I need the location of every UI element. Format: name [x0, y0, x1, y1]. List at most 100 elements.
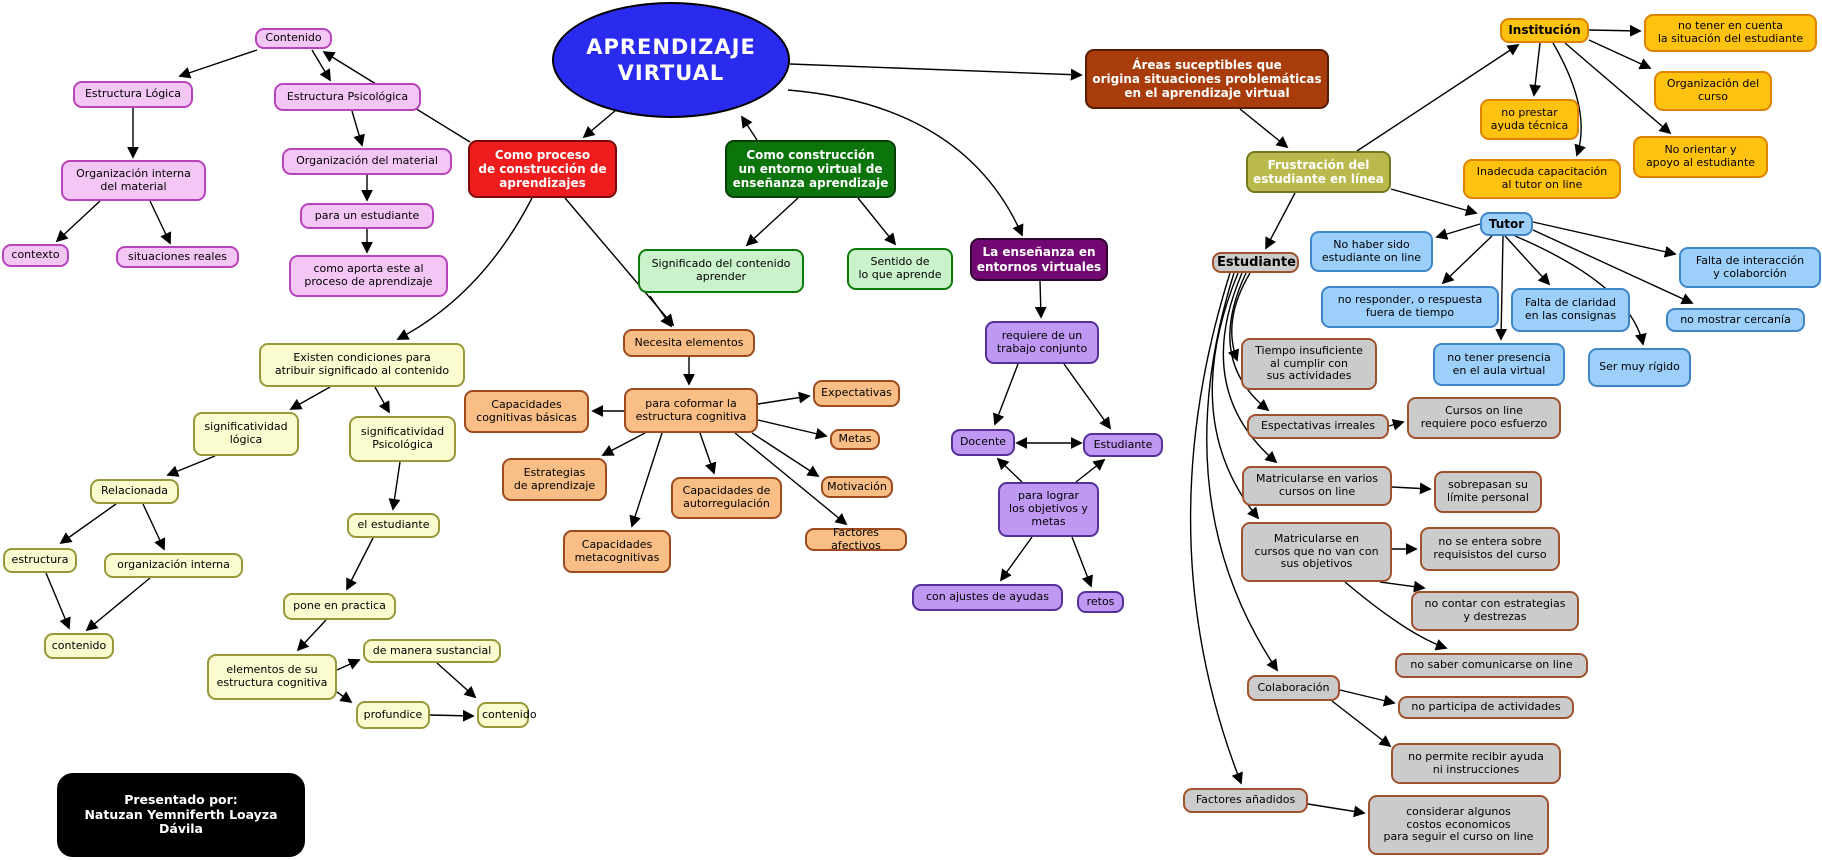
- node-label-no-saber: no saber comunicarse on line: [1410, 658, 1573, 672]
- node-aprendizaje-virtual[interactable]: APRENDIZAJE VIRTUAL: [552, 2, 790, 118]
- node-para-lograr[interactable]: para lograr los objetivos y metas: [998, 482, 1099, 537]
- node-estructura[interactable]: estructura: [3, 548, 77, 573]
- node-sig-logica[interactable]: significatividad lógica: [193, 412, 299, 456]
- node-situaciones-reales[interactable]: situaciones reales: [116, 246, 239, 268]
- node-matricularse-varios[interactable]: Matricularse en varios cursos on line: [1242, 466, 1392, 506]
- node-elementos-estructura[interactable]: elementos de su estructura cognitiva: [207, 654, 337, 700]
- edge-existen-condiciones--sig-psicologica: [374, 386, 390, 414]
- edge-como-construccion--aprendizaje-virtual: [741, 115, 758, 141]
- node-label-sig-logica: significatividad lógica: [204, 420, 288, 446]
- node-no-se-entera[interactable]: no se entera sobre requisistos del curso: [1420, 527, 1560, 571]
- node-cap-cognitivas[interactable]: Capacidades cognitivas básicas: [464, 390, 589, 433]
- node-contenido-right[interactable]: contenido: [477, 702, 537, 728]
- edge-org-interna-material--contexto: [55, 200, 101, 243]
- node-requiere-trabajo[interactable]: requiere de un trabajo conjunto: [985, 321, 1099, 364]
- node-organizacion-interna[interactable]: organización interna: [104, 553, 243, 578]
- edge-tutor--falta-claridad: [1504, 235, 1551, 286]
- node-no-mostrar[interactable]: no mostrar cercanía: [1666, 308, 1805, 332]
- node-contexto[interactable]: contexto: [2, 244, 69, 267]
- node-org-interna-material[interactable]: Organización interna del material: [61, 160, 206, 201]
- node-ser-muy-rigido[interactable]: Ser muy rígido: [1588, 348, 1691, 387]
- node-no-permite[interactable]: no permite recibir ayuda ni instruccione…: [1391, 743, 1561, 784]
- node-retos[interactable]: retos: [1077, 591, 1124, 613]
- edge-existen-condiciones--sig-logica: [289, 386, 331, 410]
- node-como-construccion[interactable]: Como construcción un entorno virtual de …: [725, 140, 896, 198]
- node-profundice[interactable]: profundice: [356, 701, 430, 729]
- edge-para-lograr--docente: [996, 457, 1023, 483]
- node-no-contar[interactable]: no contar con estrategias y destrezas: [1411, 591, 1579, 631]
- node-estructura-psicologica[interactable]: Estructura Psicológica: [274, 83, 421, 111]
- node-falta-claridad[interactable]: Falta de claridad en las consignas: [1511, 288, 1630, 332]
- node-cap-metacognitivas[interactable]: Capacidades metacognitivas: [563, 530, 671, 573]
- node-inadecuda[interactable]: Inadecuda capacitación al tutor on line: [1463, 159, 1621, 199]
- node-motivacion[interactable]: Motivación: [821, 476, 893, 498]
- node-como-proceso[interactable]: Como proceso de construcción de aprendiz…: [468, 140, 617, 198]
- node-frustracion[interactable]: Frustración del estudiante en línea: [1246, 151, 1391, 193]
- node-tutor[interactable]: Tutor: [1480, 212, 1533, 236]
- node-contenido-top[interactable]: Contenido: [255, 28, 332, 49]
- node-falta-interaccion[interactable]: Falta de interacción y colaborción: [1679, 247, 1821, 288]
- node-no-orientar[interactable]: No orientar y apoyo al estudiante: [1633, 136, 1768, 178]
- node-para-coformar[interactable]: para coformar la estructura cognitiva: [624, 388, 758, 433]
- node-cursos-online[interactable]: Cursos on line requiere poco esfuerzo: [1407, 397, 1561, 439]
- node-expectativas[interactable]: Expectativas: [813, 380, 900, 407]
- node-no-tener-presencia[interactable]: no tener presencia en el aula virtual: [1433, 343, 1565, 386]
- node-no-participa[interactable]: no participa de actividades: [1398, 696, 1574, 719]
- node-no-responder[interactable]: no responder, o respuesta fuera de tiemp…: [1321, 286, 1499, 328]
- node-la-ensenanza[interactable]: La enseñanza en entornos virtuales: [970, 238, 1108, 281]
- node-label-no-prestar: no prestar ayuda técnica: [1490, 105, 1569, 132]
- node-existen-condiciones[interactable]: Existen condiciones para atribuir signif…: [259, 343, 465, 387]
- edge-para-coformar--expectativas: [757, 391, 811, 405]
- node-sobrepasan[interactable]: sobrepasan su límite personal: [1434, 471, 1542, 513]
- node-label-contexto: contexto: [11, 248, 60, 262]
- edge-pone-en-practica--elementos-estructura: [296, 619, 327, 652]
- node-sentido[interactable]: Sentido de lo que aprende: [847, 248, 953, 290]
- edge-matricularse-varios--sobrepasan: [1391, 482, 1432, 495]
- node-de-manera-sustancial[interactable]: de manera sustancial: [363, 639, 501, 663]
- node-el-estudiante[interactable]: el estudiante: [347, 513, 440, 538]
- node-matricularse-cursos[interactable]: Matricularse en cursos que no van con su…: [1241, 522, 1392, 582]
- edge-para-lograr--retos: [1071, 536, 1093, 588]
- node-estudiante-purple[interactable]: Estudiante: [1083, 433, 1163, 457]
- node-necesita-elementos[interactable]: Necesita elementos: [623, 329, 755, 357]
- node-relacionada[interactable]: Relacionada: [90, 479, 179, 504]
- node-estructura-logica[interactable]: Estructura Lógica: [73, 81, 193, 108]
- node-estrategias[interactable]: Estrategias de aprendizaje: [502, 458, 607, 501]
- node-black-box[interactable]: Presentado por: Natuzan Yemniferth Loayz…: [57, 773, 305, 857]
- node-label-la-ensenanza: La enseñanza en entornos virtuales: [976, 245, 1102, 274]
- node-org-del-material[interactable]: Organización del material: [282, 148, 452, 175]
- node-para-un-estudiante[interactable]: para un estudiante: [300, 203, 434, 229]
- node-label-como-proceso: Como proceso de construcción de aprendiz…: [478, 147, 607, 191]
- node-label-factores-anadidos: Factores añadidos: [1195, 793, 1296, 807]
- node-como-aporta[interactable]: como aporta este al proceso de aprendiza…: [289, 255, 448, 297]
- node-organizacion-curso[interactable]: Organización del curso: [1654, 71, 1772, 111]
- node-no-prestar[interactable]: no prestar ayuda técnica: [1480, 99, 1579, 140]
- node-areas-suceptibles[interactable]: Áreas suceptibles que origina situacione…: [1085, 49, 1329, 109]
- node-espectativas-irreales[interactable]: Espectativas irreales: [1247, 414, 1389, 439]
- node-factores-afectivos[interactable]: Factores afectivos: [805, 526, 907, 551]
- node-pone-en-practica[interactable]: pone en practica: [283, 593, 396, 620]
- node-considerar-costos[interactable]: considerar algunos costos economicos par…: [1368, 795, 1549, 855]
- node-label-espectativas-irreales: Espectativas irreales: [1260, 419, 1376, 433]
- node-label-cap-autorregulacion: Capacidades de autorregulación: [682, 484, 771, 510]
- node-no-tener-cuenta[interactable]: no tener en cuenta la situación del estu…: [1644, 14, 1817, 52]
- edge-significado-contenido--necesita-elementos: [649, 295, 673, 328]
- node-significado-contenido[interactable]: Significado del contenido aprender: [638, 249, 804, 293]
- node-factores-anadidos[interactable]: Factores añadidos: [1183, 788, 1308, 813]
- node-con-ajustes[interactable]: con ajustes de ayudas: [912, 584, 1063, 611]
- node-tiempo-insuficiente[interactable]: Tiempo insuficiente al cumplir con sus a…: [1241, 338, 1377, 390]
- node-docente[interactable]: Docente: [951, 429, 1015, 456]
- node-metas[interactable]: Metas: [830, 429, 880, 450]
- node-no-saber[interactable]: no saber comunicarse on line: [1395, 653, 1588, 678]
- node-no-haber-sido[interactable]: No haber sido estudiante on line: [1310, 231, 1433, 272]
- node-institucion[interactable]: Institución: [1500, 18, 1589, 43]
- node-label-sobrepasan: sobrepasan su límite personal: [1447, 478, 1529, 504]
- node-contenido-left[interactable]: contenido: [44, 633, 114, 659]
- node-sig-psicologica[interactable]: significatividad Psicológica: [349, 416, 456, 462]
- node-label-cursos-online: Cursos on line requiere poco esfuerzo: [1420, 404, 1548, 430]
- node-estudiante-gray[interactable]: Estudiante: [1212, 252, 1299, 273]
- node-cap-autorregulacion[interactable]: Capacidades de autorregulación: [671, 477, 782, 519]
- node-colaboracion[interactable]: Colaboración: [1247, 675, 1340, 701]
